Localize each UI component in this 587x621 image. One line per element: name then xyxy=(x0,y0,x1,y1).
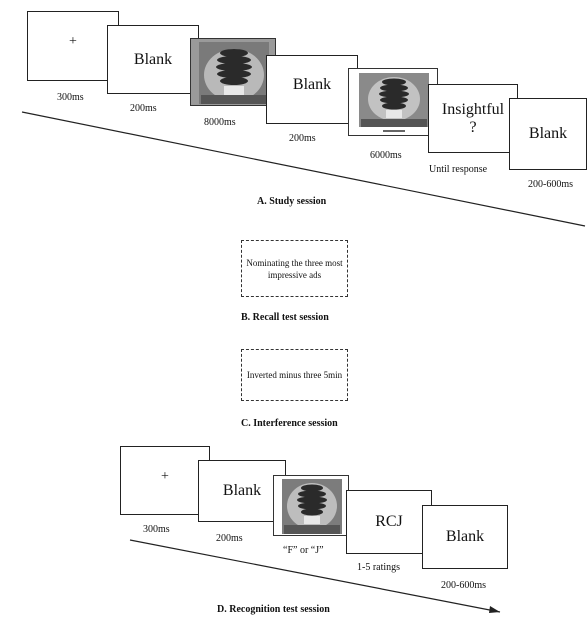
interference-task-box: Inverted minus three 5min xyxy=(241,349,348,401)
recognition-rcj-frame: RCJ xyxy=(346,490,432,554)
blank-label: Blank xyxy=(133,50,173,68)
recognition-time-ratings: 1-5 ratings xyxy=(357,562,401,573)
insightful-label: Insightful xyxy=(441,100,505,118)
interference-instruction-line-1: Inverted minus three xyxy=(246,370,322,380)
recognition-blank-frame-2: Blank xyxy=(422,505,508,569)
study-ad-image-frame-2 xyxy=(348,68,438,136)
blank-label: Blank xyxy=(292,75,332,93)
study-ad-image-frame xyxy=(190,38,276,106)
fixation-cross: + xyxy=(69,34,77,49)
lightbulb-ad-image xyxy=(359,73,429,132)
recognition-timeline-arrowhead xyxy=(489,606,500,613)
rcj-label: RCJ xyxy=(375,513,403,530)
study-insightful-frame: Insightful ? xyxy=(428,84,518,153)
recognition-session-caption: D. Recognition test session xyxy=(217,604,330,615)
recognition-time-blank-2: 200-600ms xyxy=(441,580,486,591)
recall-instruction-line-1: Nominating the three xyxy=(246,257,323,268)
lightbulb-ad-image xyxy=(282,479,342,534)
recognition-time-fixation: 300ms xyxy=(143,524,170,535)
question-mark: ? xyxy=(469,118,477,136)
recall-instruction-line-2: most impressive ads xyxy=(267,257,343,280)
recognition-timeline xyxy=(129,539,501,613)
blank-label: Blank xyxy=(445,528,485,545)
blank-label: Blank xyxy=(528,125,568,142)
study-time-ad: 8000ms xyxy=(204,117,236,128)
study-time-blank-1: 200ms xyxy=(130,103,157,114)
recognition-time-blank-1: 200ms xyxy=(216,533,243,544)
study-time-fixation: 300ms xyxy=(57,92,84,103)
recognition-blank-frame-1: Blank xyxy=(198,460,286,522)
interference-duration: 5min xyxy=(323,370,343,380)
recognition-time-response-keys: “F” or “J” xyxy=(283,545,324,556)
blank-label: Blank xyxy=(222,482,262,499)
study-timeline xyxy=(21,111,586,227)
study-blank-frame-3: Blank xyxy=(509,98,587,170)
study-time-blank-2: 200ms xyxy=(289,133,316,144)
study-time-ad-2: 6000ms xyxy=(370,150,402,161)
study-time-blank-3: 200-600ms xyxy=(528,179,573,190)
study-blank-frame-2: Blank xyxy=(266,55,358,124)
recall-task-box: Nominating the three most impressive ads xyxy=(241,240,348,297)
recognition-fixation-frame: + xyxy=(120,446,210,515)
recall-session-caption: B. Recall test session xyxy=(241,312,329,323)
lightbulb-ad-image xyxy=(199,42,269,104)
study-blank-frame-1: Blank xyxy=(107,25,199,94)
recognition-ad-image-frame xyxy=(273,475,349,536)
fixation-cross: + xyxy=(161,468,169,484)
study-time-response: Until response xyxy=(429,164,488,175)
interference-session-caption: C. Interference session xyxy=(241,418,338,429)
study-session-caption: A. Study session xyxy=(257,196,327,207)
study-fixation-frame: + xyxy=(27,11,119,81)
